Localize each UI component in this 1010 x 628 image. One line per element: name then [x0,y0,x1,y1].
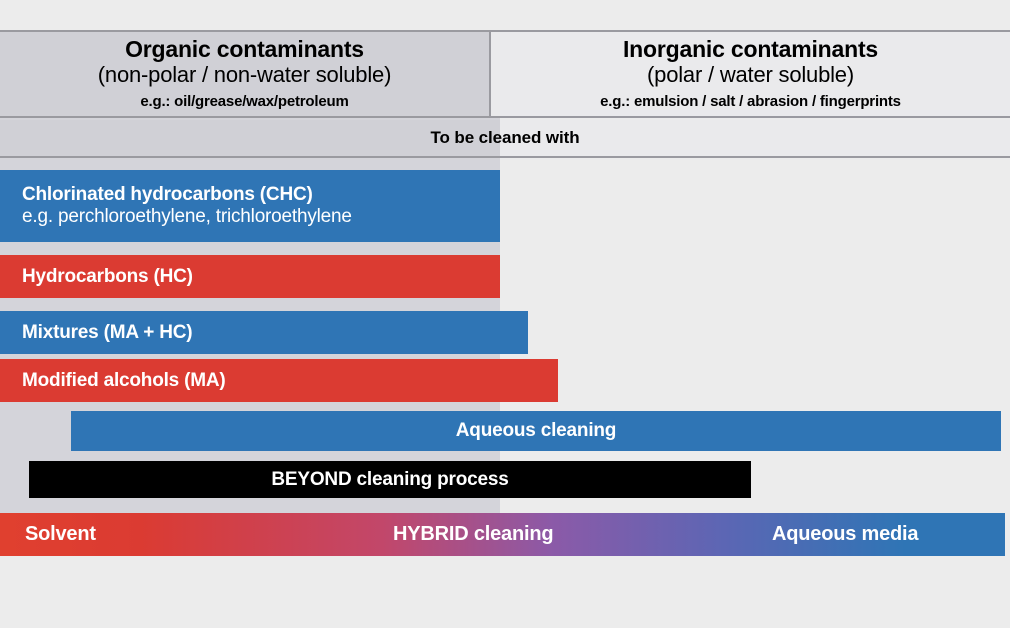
gradient-label-aqueous-media: Aqueous media [772,523,919,545]
bar-chc-subtitle: e.g. perchloroethylene, trichloroethylen… [22,205,352,227]
bar-hc-title: Hydrocarbons (HC) [22,265,193,287]
organic-subtitle: (non-polar / non-water soluble) [97,62,392,88]
organic-title: Organic contaminants [125,35,364,62]
header-cell-inorganic: Inorganic contaminants (polar / water so… [491,32,1010,116]
bar-chlorinated-hydrocarbons: Chlorinated hydrocarbons (CHC) e.g. perc… [0,170,500,242]
gradient-label-solvent: Solvent [25,523,96,545]
bar-modified-alcohols-title: Modified alcohols (MA) [22,369,226,391]
header-cell-organic: Organic contaminants (non-polar / non-wa… [0,32,491,116]
bar-chc-title: Chlorinated hydrocarbons (CHC) [22,183,313,205]
cleaned-with-label: To be cleaned with [430,128,580,147]
organic-examples: e.g.: oil/grease/wax/petroleum [140,92,349,110]
to-be-cleaned-with-strip: To be cleaned with [0,120,1010,158]
bar-mixtures: Mixtures (MA + HC) [0,311,528,354]
bar-beyond-cleaning-process: BEYOND cleaning process [29,461,751,498]
bar-hydrocarbons: Hydrocarbons (HC) [0,255,500,298]
inorganic-title: Inorganic contaminants [622,35,879,62]
inorganic-subtitle: (polar / water soluble) [647,62,854,88]
cleaned-strip-left-half [0,120,500,156]
cleaned-strip-right-half [500,120,1010,156]
inorganic-examples: e.g.: emulsion / salt / abrasion / finge… [600,92,901,110]
contaminant-header-band: Organic contaminants (non-polar / non-wa… [0,30,1010,118]
bar-beyond-title: BEYOND cleaning process [271,468,509,490]
bar-mixtures-title: Mixtures (MA + HC) [22,321,193,343]
solvent-to-aqueous-gradient-bar: Solvent HYBRID cleaning Aqueous media [0,513,1005,556]
bar-aqueous-cleaning: Aqueous cleaning [71,411,1001,451]
bar-modified-alcohols: Modified alcohols (MA) [0,359,558,402]
gradient-label-hybrid-cleaning: HYBRID cleaning [393,523,554,545]
bar-aqueous-cleaning-title: Aqueous cleaning [455,420,617,442]
